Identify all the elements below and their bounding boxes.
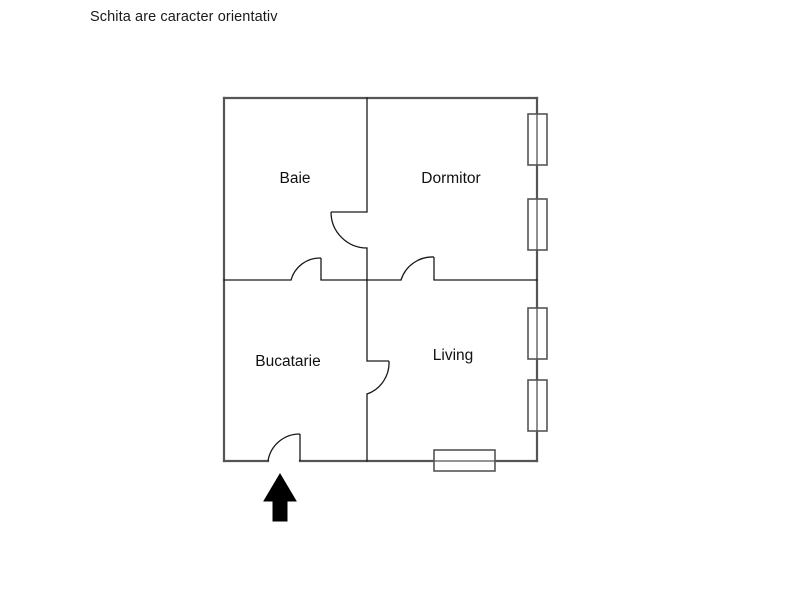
room-label-baie: Baie	[279, 170, 310, 187]
door-dormitor-living	[400, 256, 435, 281]
door-entrance-bucatarie	[267, 433, 301, 462]
door-baie-bucatarie	[290, 257, 322, 281]
window-mullions	[434, 114, 538, 462]
door-baie-dormitor	[330, 211, 368, 249]
door-bucatarie-living	[366, 360, 390, 395]
interior-walls	[223, 97, 538, 462]
room-label-bucatarie: Bucatarie	[255, 353, 320, 370]
room-label-living: Living	[433, 347, 474, 364]
windows	[433, 113, 548, 472]
room-label-dormitor: Dormitor	[421, 170, 480, 187]
entrance-arrow	[263, 473, 297, 522]
page-title: Schita are caracter orientativ	[90, 9, 278, 25]
